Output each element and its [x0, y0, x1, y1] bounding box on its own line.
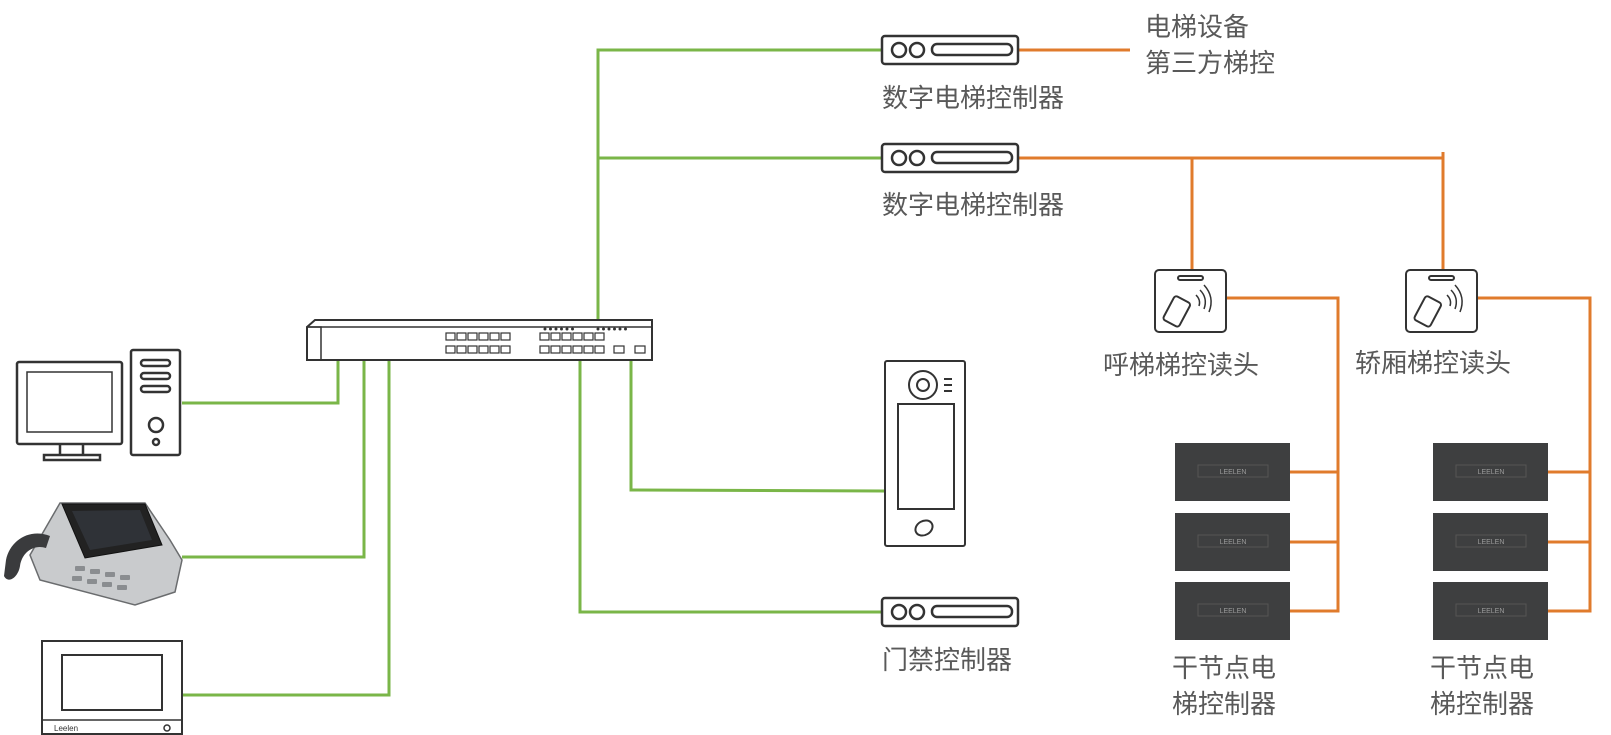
label-dry-contact-right-line2: 梯控制器: [1430, 690, 1535, 720]
switch-port-icon: [583, 332, 594, 341]
pc-tower-icon: [129, 348, 182, 457]
bus-left-dry-contact: [1226, 296, 1340, 613]
dry-contact-right-2: LEELEN: [1433, 513, 1548, 571]
card-reader-icon: [1154, 269, 1478, 333]
switch-port-icon: [467, 332, 478, 341]
link-phone-switch: [182, 360, 366, 559]
switch-port-icon: [445, 332, 456, 341]
switch-port-icon: [572, 332, 583, 341]
label-car-reader: 轿厢梯控读头: [1355, 349, 1512, 379]
switch-port-icon: [539, 332, 550, 341]
dry-contact-brand: LEELEN: [1478, 539, 1505, 546]
switch-port-icon: [572, 345, 583, 354]
switch-led-icon: [543, 327, 547, 331]
switch-port-icon: [500, 345, 511, 354]
switch-led-icon: [612, 327, 616, 331]
dry-contact-left-3: LEELEN: [1175, 582, 1290, 640]
link-monitor-switch: [182, 360, 391, 697]
label-digital-controller-2: 数字电梯控制器: [882, 191, 1065, 221]
dry-contact-brand: LEELEN: [1220, 539, 1247, 546]
switch-led-icon: [570, 327, 574, 331]
switch-uplink-port-icon: [613, 345, 625, 354]
switch-led-icon: [565, 327, 569, 331]
label-third-party-control: 第三方梯控: [1145, 49, 1276, 79]
dry-contact-brand: LEELEN: [1220, 608, 1247, 615]
indoor-monitor-brand: Leelen: [54, 724, 78, 733]
label-dry-contact-left-line2: 梯控制器: [1172, 690, 1277, 720]
switch-led-icon: [559, 327, 563, 331]
switch-port-icon: [561, 345, 572, 354]
label-hall-call-reader: 呼梯梯控读头: [1103, 351, 1260, 381]
label-dry-contact-right-line1: 干节点电: [1430, 654, 1535, 684]
switch-port-icon: [456, 345, 467, 354]
switch-port-icon: [489, 332, 500, 341]
controller-box-icon: [880, 34, 1020, 628]
switch-led-icon: [607, 327, 611, 331]
switch-port-icon: [539, 345, 550, 354]
link-switch-access-controller: [578, 360, 882, 614]
switch-port-icon: [550, 345, 561, 354]
digital-controller-2: [880, 142, 1020, 174]
switch-port-icon: [467, 345, 478, 354]
switch-port-icon: [445, 345, 456, 354]
switch-port-icon: [500, 332, 511, 341]
switch-port-icon: [478, 345, 489, 354]
switch-port-icon: [550, 332, 561, 341]
network-switch-icon: [306, 319, 653, 361]
dry-contact-right-1: LEELEN: [1433, 443, 1548, 501]
link-switch-controller-1: [596, 48, 882, 320]
hall-call-card-reader: [1154, 269, 1227, 333]
switch-port-icon: [478, 332, 489, 341]
label-dry-contact-left-line1: 干节点电: [1172, 654, 1277, 684]
monitor-screen-icon: [15, 360, 124, 446]
dry-contact-brand: LEELEN: [1478, 469, 1505, 476]
dry-contact-right-3: LEELEN: [1433, 582, 1548, 640]
label-elevator-equipment: 电梯设备: [1145, 13, 1250, 43]
switch-uplink-port-icon: [634, 345, 646, 354]
label-access-controller: 门禁控制器: [882, 646, 1013, 676]
switch-port-icon: [456, 332, 467, 341]
link-pc-switch: [182, 360, 340, 405]
link-switch-door-station: [629, 360, 886, 493]
elevator-cabling: [1018, 48, 1592, 613]
network-cabling: [182, 48, 886, 697]
switch-led-icon: [596, 327, 600, 331]
switch-led-icon: [548, 327, 552, 331]
switch-led-icon: [623, 327, 627, 331]
switch-port-icon: [489, 345, 500, 354]
bus-right-dry-contact: [1477, 296, 1592, 613]
switch-led-icon: [601, 327, 605, 331]
label-digital-controller-1: 数字电梯控制器: [882, 84, 1065, 114]
dry-contact-module-icon: LEELEN LEELEN LEELEN LEELEN LEELEN LEELE…: [1175, 443, 1548, 640]
car-card-reader: [1405, 269, 1478, 333]
desktop-computer-icon: [15, 348, 182, 462]
switch-port-icon: [561, 332, 572, 341]
access-controller: [880, 596, 1020, 628]
switch-port-icon: [583, 345, 594, 354]
dry-contact-left-1: LEELEN: [1175, 443, 1290, 501]
dry-contact-brand: LEELEN: [1220, 469, 1247, 476]
switch-led-icon: [554, 327, 558, 331]
desk-video-phone-icon: [4, 502, 183, 606]
digital-controller-1: [880, 34, 1020, 66]
switch-led-icon: [618, 327, 622, 331]
door-station-icon: [884, 360, 966, 547]
indoor-monitor-icon: Leelen: [41, 640, 183, 735]
switch-port-icon: [594, 345, 605, 354]
dry-contact-left-2: LEELEN: [1175, 513, 1290, 571]
switch-port-icon: [594, 332, 605, 341]
dry-contact-brand: LEELEN: [1478, 608, 1505, 615]
